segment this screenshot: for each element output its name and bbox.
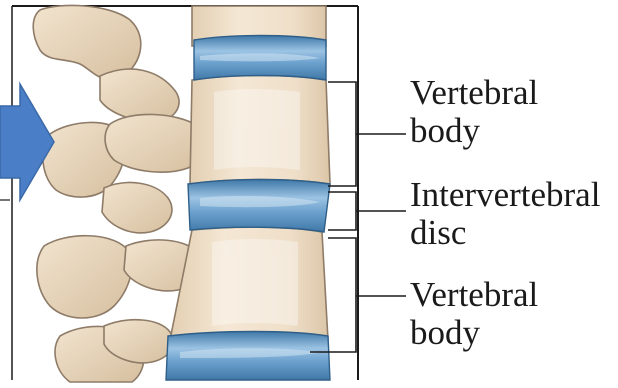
label-upper-vertebral-body: Vertebral body [410, 74, 538, 150]
label-disc-line1: Intervertebral [410, 176, 600, 214]
label-disc-line2: disc [410, 214, 600, 252]
label-upper-line1: Vertebral [410, 74, 538, 112]
label-intervertebral-disc: Intervertebral disc [410, 176, 600, 252]
label-lower-line2: body [410, 314, 538, 352]
right-arrow-icon [0, 84, 54, 200]
label-lower-line1: Vertebral [410, 276, 538, 314]
bracket-intervertebral-disc [328, 192, 356, 230]
bracket-upper-vertebral-body [328, 82, 356, 186]
label-lower-vertebral-body: Vertebral body [410, 276, 538, 352]
label-upper-line2: body [410, 112, 538, 150]
